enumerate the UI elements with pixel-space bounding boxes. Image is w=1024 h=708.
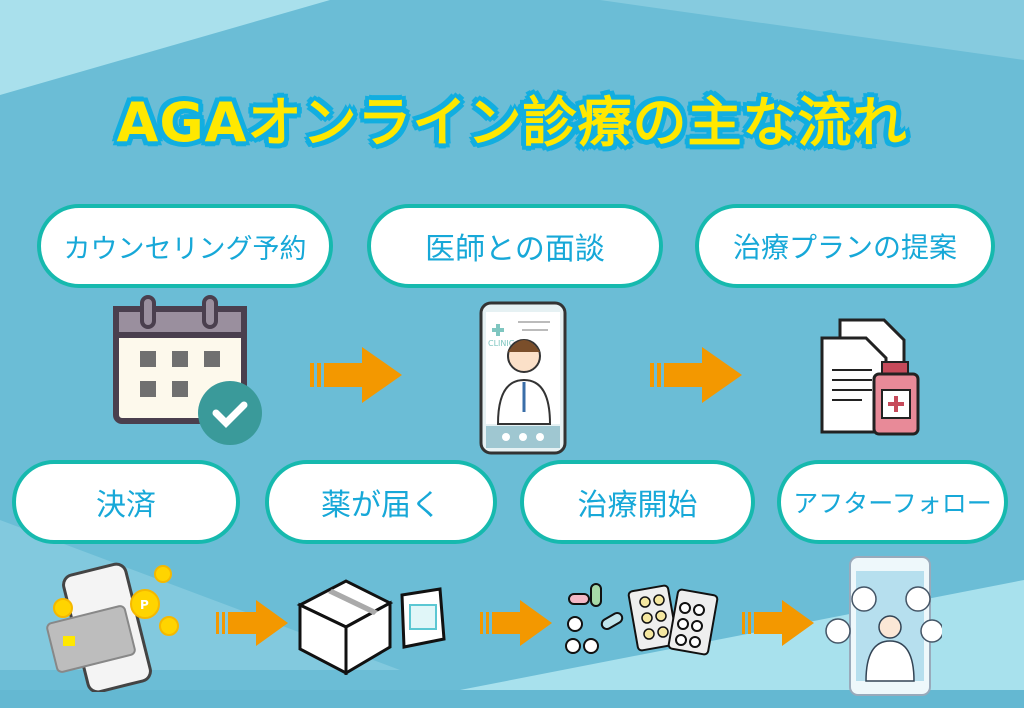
calendar-check-icon <box>113 295 262 445</box>
step-delivery: 薬が届く <box>265 460 497 544</box>
arrow-right-icon <box>216 600 288 646</box>
document-medicine-icon <box>820 318 920 436</box>
step-treatment-start: 治療開始 <box>520 460 755 544</box>
phone-doctor-icon: CLINIC <box>479 301 567 455</box>
step-treatment-plan: 治療プランの提案 <box>695 204 995 288</box>
arrow-right-icon <box>650 347 742 403</box>
step-aftercare: アフターフォロー <box>777 460 1008 544</box>
arrow-right-icon <box>480 600 552 646</box>
step-doctor-interview: 医師との面談 <box>367 204 663 288</box>
page-title: AGAオンライン診療の主な流れ <box>116 91 908 154</box>
svg-text:P: P <box>140 598 149 612</box>
pills-icon <box>565 583 719 656</box>
clinic-text: CLINIC <box>488 339 515 348</box>
card-phone-points-icon: P <box>46 562 179 692</box>
arrow-right-icon <box>742 600 814 646</box>
phone-doctor-followup-icon <box>825 556 942 696</box>
arrow-right-icon <box>310 347 402 403</box>
step-payment: 決済 <box>12 460 240 544</box>
step-counseling-reservation: カウンセリング予約 <box>37 204 333 288</box>
package-icon <box>296 579 446 675</box>
